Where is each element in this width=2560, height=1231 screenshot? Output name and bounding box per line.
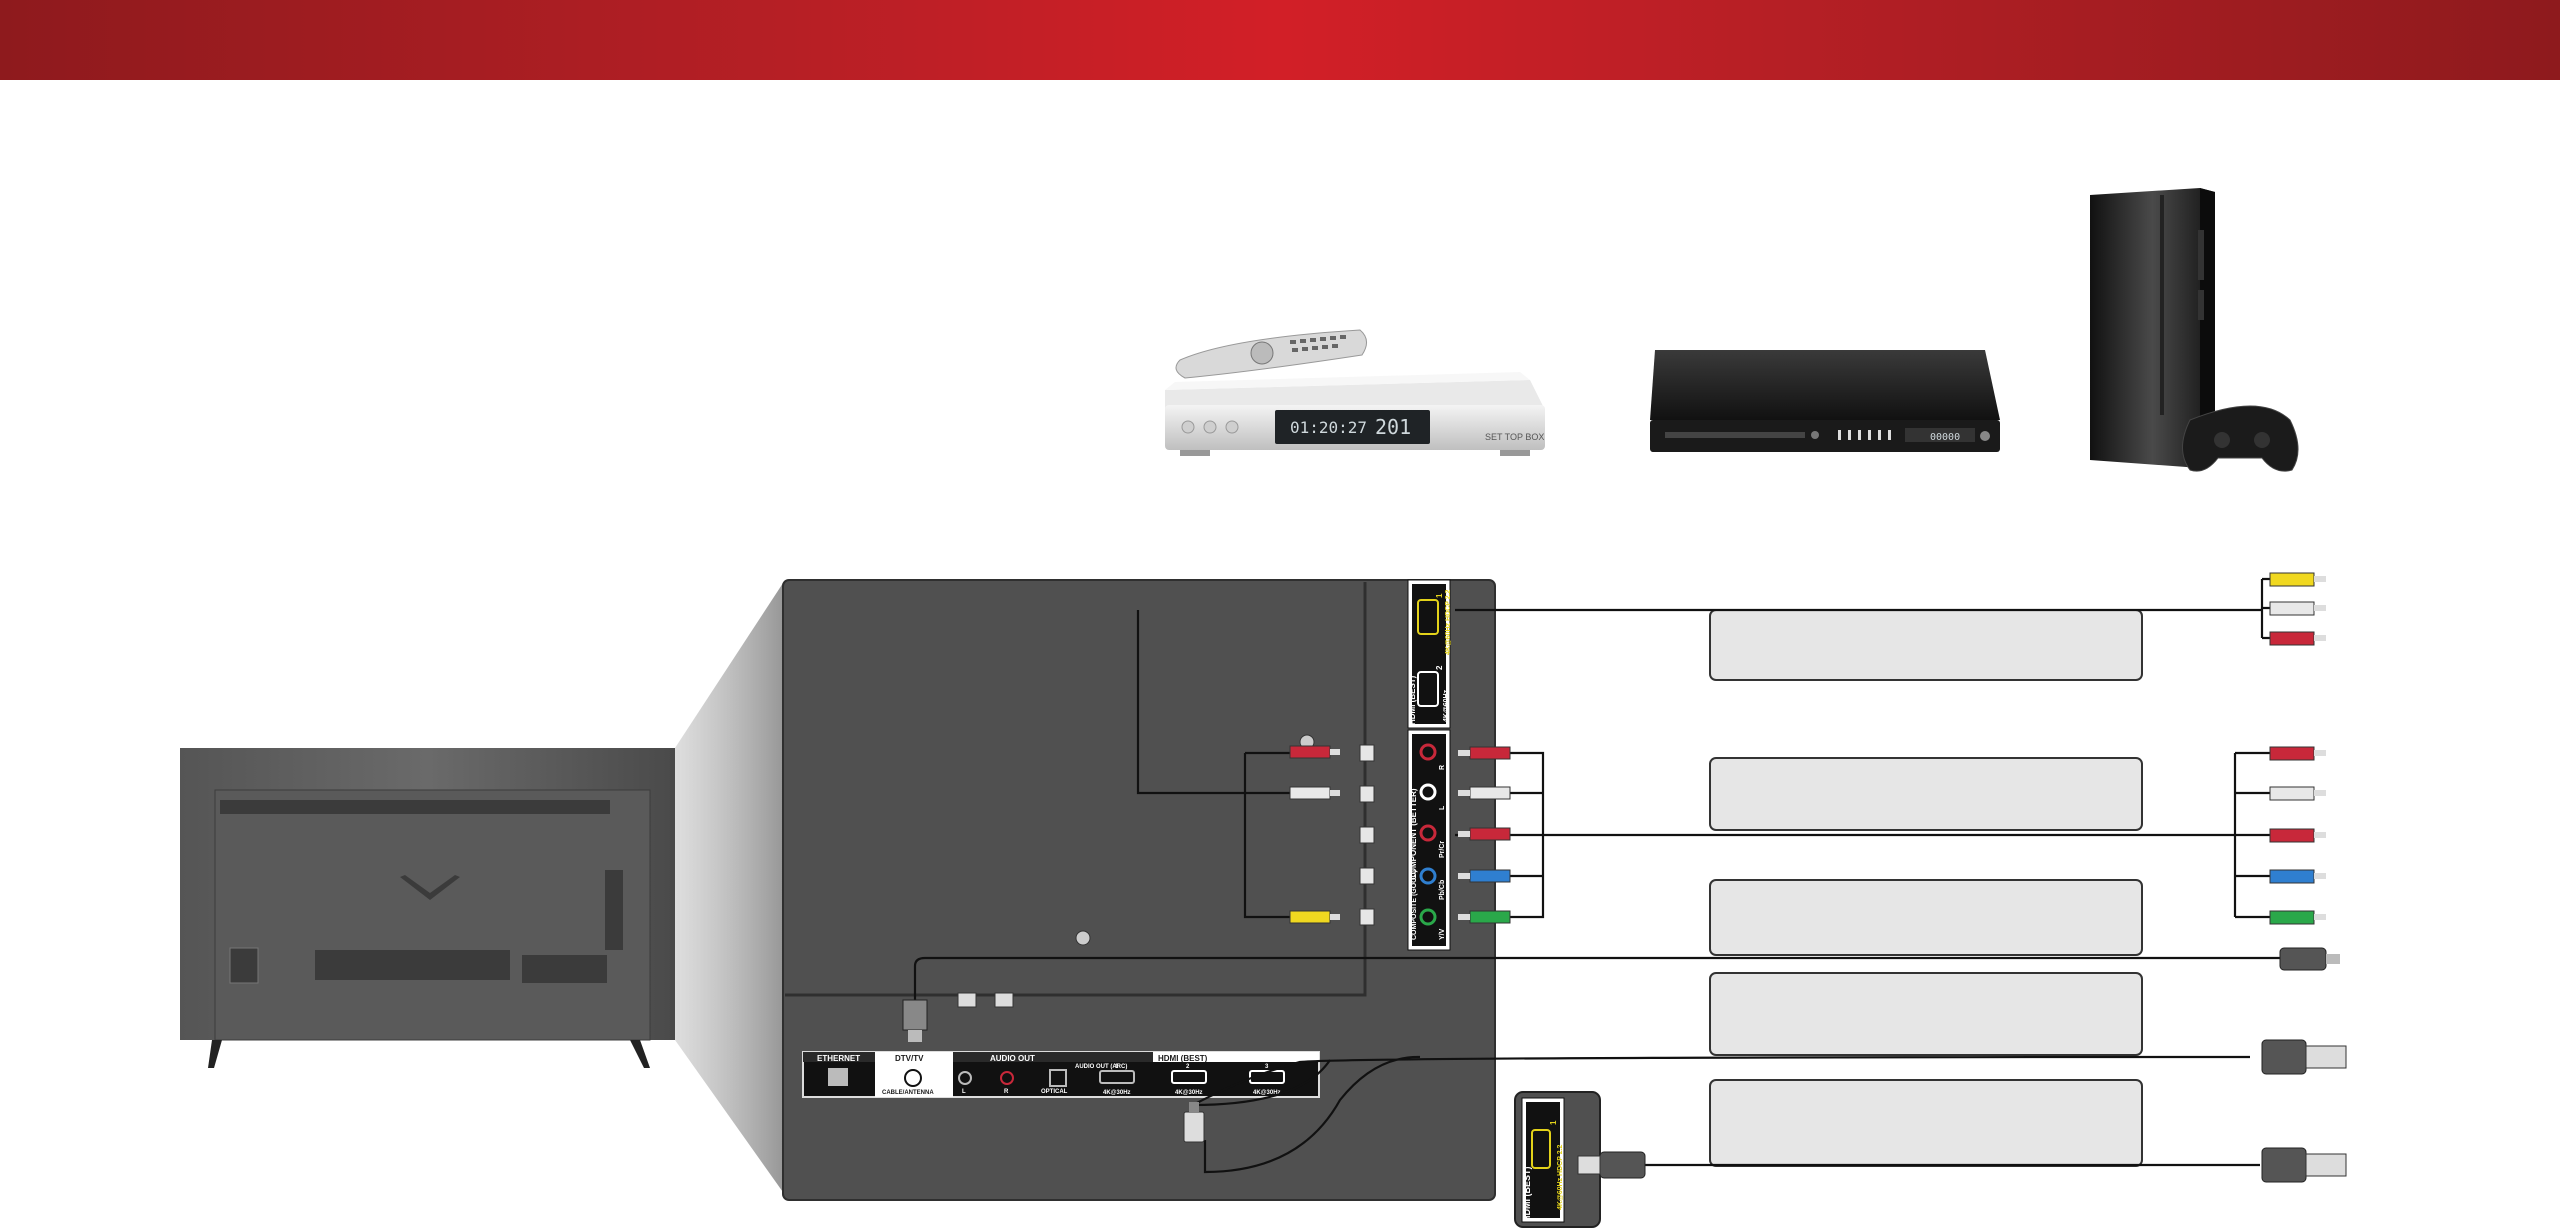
svg-text:DTV/TV: DTV/TV <box>895 1054 924 1063</box>
rca-plug-icon <box>2269 786 2326 801</box>
svg-text:3: 3 <box>1265 1064 1269 1070</box>
svg-text:COMPONENT (BETTER): COMPONENT (BETTER) <box>1409 788 1418 880</box>
svg-text:SET TOP BOX: SET TOP BOX <box>1485 432 1544 442</box>
svg-text:4K@30Hz: 4K@30Hz <box>1103 1090 1131 1096</box>
rca-plug-icon <box>1289 786 1340 800</box>
svg-text:Pr/Cr: Pr/Cr <box>1439 841 1446 858</box>
side-panel-jacks <box>1359 744 1375 926</box>
game-controller-icon <box>2182 405 2299 472</box>
rca-plug-icon <box>2269 910 2326 925</box>
svg-text:CABLE/ANTENNA: CABLE/ANTENNA <box>882 1090 934 1096</box>
svg-text:HDMI (BEST): HDMI (BEST) <box>1408 675 1417 725</box>
svg-text:1: 1 <box>1549 1120 1558 1125</box>
svg-text:AUDIO OUT: AUDIO OUT <box>990 1054 1035 1063</box>
svg-text:4K@60Hz HDCP 2.2: 4K@60Hz HDCP 2.2 <box>1445 589 1452 655</box>
svg-text:OPTICAL: OPTICAL <box>1041 1089 1068 1095</box>
game-console-icon <box>2090 188 2215 468</box>
ethernet-port-icon <box>828 1068 848 1086</box>
rca-plug-icon <box>2269 572 2326 587</box>
svg-text:Pb/Cb: Pb/Cb <box>1439 880 1446 900</box>
dvd-player-icon: 00000 <box>1650 350 2000 452</box>
label-box-hdmi-bottom <box>1709 1079 2143 1167</box>
bottom-port-strip: ETHERNET DTV/TV CABLE/ANTENNA AUDIO OUT … <box>802 1051 1320 1098</box>
svg-text:ETHERNET: ETHERNET <box>817 1054 860 1063</box>
coax-plug-icon <box>2279 947 2340 971</box>
screw-icon <box>1075 930 1091 946</box>
composite-cable-ends <box>2269 572 2326 646</box>
svg-text:AUDIO OUT (ARC): AUDIO OUT (ARC) <box>1075 1064 1127 1070</box>
svg-text:4K@30Hz: 4K@30Hz <box>1253 1090 1281 1096</box>
inset-hdmi-panel: HDMI (BEST) 1 4K@60Hz HDCP 2.2 <box>1514 1091 1646 1228</box>
hdmi-plug-icon <box>2261 1039 2347 1075</box>
svg-text:1: 1 <box>1115 1064 1119 1070</box>
rca-plug-icon <box>1458 910 1511 924</box>
rca-plug-icon <box>1289 910 1340 924</box>
label-boxes <box>1709 609 2143 1167</box>
zoomed-input-panel <box>782 579 1496 1201</box>
hdmi-plug-icon <box>2261 1147 2347 1183</box>
rca-plug-icon <box>2269 601 2326 616</box>
svg-text:00000: 00000 <box>1930 432 1960 443</box>
svg-text:HDMI (BEST): HDMI (BEST) <box>1522 1167 1532 1223</box>
inner-rca-plugs <box>1289 745 1340 924</box>
svg-text:HDMI (BEST): HDMI (BEST) <box>1158 1054 1208 1063</box>
component-plugs-side <box>1458 746 1511 924</box>
svg-text:R: R <box>1439 765 1446 770</box>
svg-text:4K@30Hz: 4K@30Hz <box>1175 1090 1203 1096</box>
svg-text:2: 2 <box>1186 1064 1190 1070</box>
svg-text:R: R <box>1004 1089 1009 1095</box>
rca-plug-icon <box>2269 869 2326 884</box>
svg-text:4K@60Hz: 4K@60Hz <box>1443 689 1450 722</box>
side-hdmi-strip: HDMI (BEST) 1 4K@60Hz HDCP 2.2 2 4K@60Hz <box>1407 579 1452 729</box>
rca-plug-icon <box>1458 869 1511 883</box>
rca-plug-icon <box>1458 746 1511 760</box>
label-box-component <box>1709 757 2143 831</box>
coax-connector-panel <box>902 999 928 1042</box>
rca-plug-icon <box>2269 746 2326 761</box>
svg-text:L: L <box>1439 805 1446 810</box>
label-box-coax <box>1709 972 2143 1056</box>
label-box-composite <box>1709 879 2143 956</box>
cable-lines <box>913 577 2280 1174</box>
rca-plug-icon <box>1458 786 1511 800</box>
svg-text:1: 1 <box>1435 593 1444 598</box>
component-cable-ends <box>2269 746 2326 925</box>
set-top-box-icon: 01:20:27 201 SET TOP BOX <box>1165 372 1545 456</box>
side-component-strip: COMPONENT (BETTER) COMPOSITE (GOOD) R L … <box>1407 729 1451 951</box>
svg-text:201: 201 <box>1375 415 1411 439</box>
svg-text:2: 2 <box>1435 665 1444 670</box>
header-band <box>0 0 2560 80</box>
hdmi-connector-bottom <box>1183 1102 1205 1143</box>
zoom-wedge <box>675 580 785 1195</box>
rca-plug-icon <box>2269 828 2326 843</box>
rca-plug-icon <box>2269 631 2326 646</box>
svg-text:L: L <box>962 1089 966 1095</box>
svg-text:4K@60Hz HDCP 2.2: 4K@60Hz HDCP 2.2 <box>1557 1144 1564 1210</box>
rca-plug-icon <box>1289 745 1340 759</box>
svg-text:COMPOSITE (GOOD): COMPOSITE (GOOD) <box>1411 870 1418 940</box>
rca-plug-icon <box>1458 827 1511 841</box>
remote-control-icon <box>1175 329 1367 379</box>
label-box-hdmi-side <box>1709 609 2143 681</box>
svg-text:01:20:27: 01:20:27 <box>1290 418 1367 437</box>
svg-text:Y/V: Y/V <box>1439 928 1446 940</box>
tv-back-icon <box>180 748 675 1068</box>
